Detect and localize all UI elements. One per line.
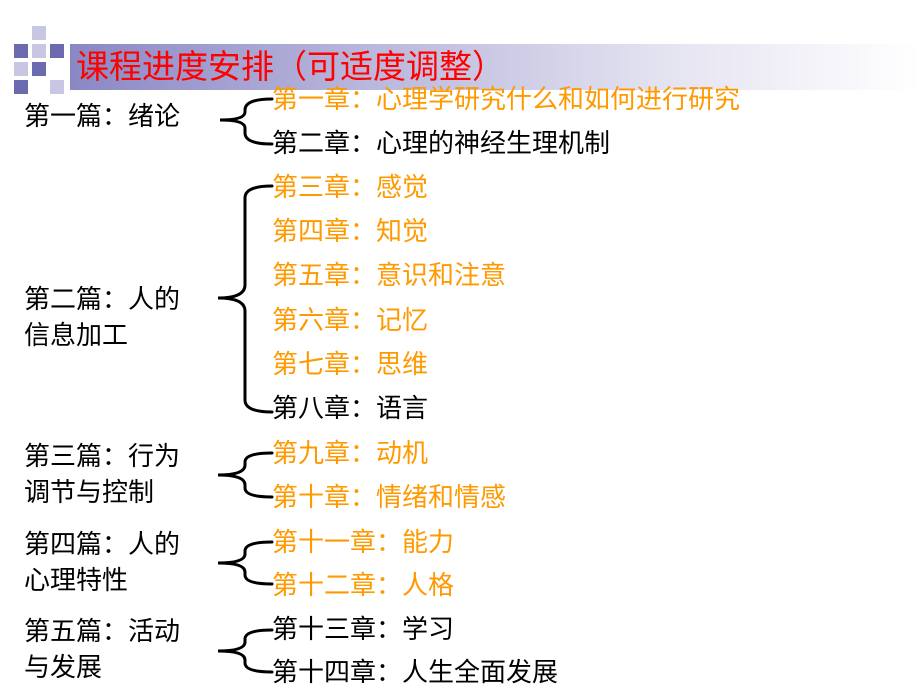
brace bbox=[217, 540, 274, 586]
part-label-line: 心理特性 bbox=[24, 566, 129, 596]
part-label-line: 第一篇：绪论 bbox=[24, 102, 181, 132]
chapter-item: 第七章：思维 bbox=[272, 350, 429, 380]
chapter-item: 第十一章：能力 bbox=[272, 528, 455, 558]
chapter-item: 第五章：意识和注意 bbox=[272, 261, 507, 291]
deco-square bbox=[50, 44, 64, 58]
brace bbox=[217, 184, 274, 414]
chapter-item: 第十二章：人格 bbox=[272, 571, 455, 601]
chapter-item: 第一章：心理学研究什么和如何进行研究 bbox=[272, 85, 741, 115]
chapter-item: 第四章：知觉 bbox=[272, 217, 429, 247]
part-label-line: 第五篇：活动 bbox=[24, 617, 181, 647]
part-label-line: 第三篇：行为 bbox=[24, 442, 181, 472]
brace bbox=[217, 628, 274, 674]
part-label: 第四篇：人的 心理特性 bbox=[24, 527, 180, 599]
brace bbox=[219, 97, 274, 146]
part-label-line: 与发展 bbox=[24, 653, 103, 683]
chapter-item: 第三章：感觉 bbox=[272, 173, 429, 203]
part-label: 第二篇：人的 信息加工 bbox=[24, 282, 180, 354]
part-label: 第一篇：绪论 bbox=[24, 99, 180, 135]
chapter-item: 第二章：心理的神经生理机制 bbox=[272, 129, 611, 159]
chapter-item: 第十三章：学习 bbox=[272, 615, 455, 645]
deco-square bbox=[14, 62, 28, 76]
chapter-item: 第六章：记忆 bbox=[272, 306, 429, 336]
part-label: 第三篇：行为 调节与控制 bbox=[24, 439, 180, 511]
deco-square bbox=[14, 44, 28, 58]
corner-decoration bbox=[0, 0, 80, 100]
chapter-item: 第八章：语言 bbox=[272, 394, 429, 424]
deco-square bbox=[14, 80, 28, 94]
deco-square bbox=[50, 80, 64, 94]
chapter-item: 第十四章：人生全面发展 bbox=[272, 658, 559, 688]
page-title: 课程进度安排（可适度调整） bbox=[76, 47, 505, 86]
chapter-item: 第十章：情绪和情感 bbox=[272, 483, 507, 513]
part-label-line: 调节与控制 bbox=[24, 478, 155, 508]
deco-square bbox=[32, 44, 46, 58]
brace bbox=[217, 451, 274, 499]
deco-square bbox=[32, 62, 46, 76]
part-label-line: 第四篇：人的 bbox=[24, 530, 181, 560]
part-label: 第五篇：活动 与发展 bbox=[24, 614, 180, 686]
deco-square bbox=[32, 26, 46, 40]
chapter-item: 第九章：动机 bbox=[272, 439, 429, 469]
part-label-line: 第二篇：人的 bbox=[24, 285, 181, 315]
part-label-line: 信息加工 bbox=[24, 321, 129, 351]
title-bar bbox=[70, 44, 920, 90]
